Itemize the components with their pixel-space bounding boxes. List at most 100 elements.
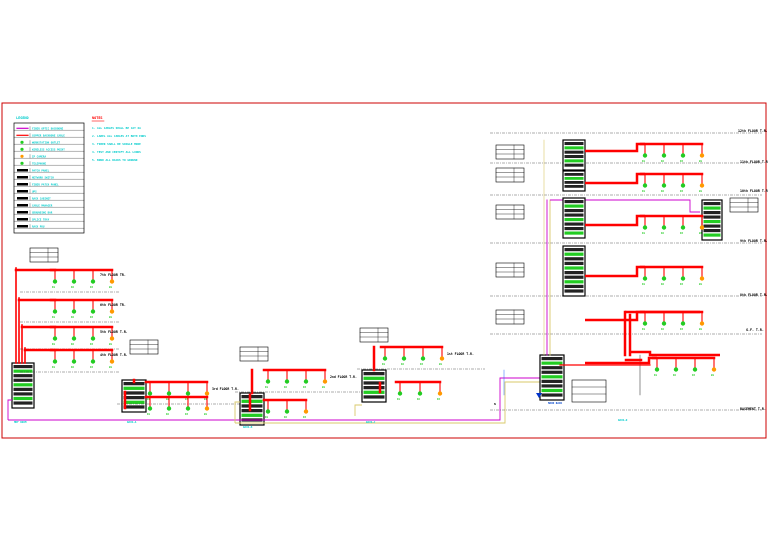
outlet-tag: D2: [284, 386, 287, 389]
outlet-icon: [654, 367, 660, 372]
outlet-tag: D3: [692, 374, 695, 377]
floor-feed: [585, 356, 657, 365]
rack-unit: [564, 159, 584, 163]
rack-unit: [123, 382, 145, 386]
floor-label: G.F. T.R.: [746, 328, 764, 332]
rack-info-table: [729, 197, 759, 213]
outlet-icon: [437, 391, 443, 396]
outlet-tag: D1: [642, 160, 645, 163]
outlet-icon: [109, 279, 115, 284]
floor-info-table: [495, 309, 525, 325]
outlet-tag: D3: [90, 286, 93, 289]
rack-unit: [123, 386, 145, 390]
outlet-tag: D3: [437, 398, 440, 401]
outlet-icon: [166, 391, 172, 396]
rack-unit: [703, 229, 721, 233]
rack-unit: [703, 215, 721, 219]
rack-unit: [564, 280, 584, 284]
outlet-tag: W1: [109, 286, 112, 289]
outlet-tag: D3: [90, 366, 93, 369]
outlet-tag: D2: [673, 374, 676, 377]
legend-equipment-symbol: [17, 218, 28, 221]
note-text: 4. TEST AND CERTIFY ALL LINKS: [92, 150, 141, 154]
rack-unit: [123, 396, 145, 400]
rack-unit: [564, 261, 584, 266]
outlet-tag: D2: [166, 398, 169, 401]
outlet-icon: [680, 321, 686, 326]
outlet-tag: W1: [699, 328, 702, 331]
outlet-tag: D1: [52, 286, 55, 289]
outlet-tag: D2: [661, 160, 664, 163]
floor-label: 10th FLOOR T.R.: [740, 189, 768, 193]
legend-outlet-symbol: [20, 161, 24, 165]
rack-unit: [541, 370, 563, 374]
legend-item-label: FIBER OPTIC BACKBONE: [32, 127, 64, 131]
rack-unit: [541, 384, 563, 388]
outlet-tag: W1: [109, 316, 112, 319]
outlet-icon: [401, 356, 407, 361]
rack-unit: [363, 372, 385, 376]
rack-unit: [564, 257, 584, 261]
rack-unit: [13, 369, 33, 373]
outlet-tag: D3: [680, 160, 683, 163]
outlet-tag: D3: [185, 398, 188, 401]
rack-unit: [123, 405, 145, 409]
floor-feed: [585, 142, 645, 153]
main-distribution-rack: [539, 354, 565, 401]
legend-outlet-symbol: [20, 147, 24, 151]
rack-unit: [703, 206, 721, 210]
outlet-tag: D3: [185, 413, 188, 416]
outlet-tag: D3: [680, 232, 683, 235]
fiber-backbone: [235, 381, 540, 424]
outlet-tag: D2: [661, 283, 664, 286]
outlet-tag: D1: [265, 386, 268, 389]
outlet-icon: [90, 309, 96, 314]
rack-unit: [703, 211, 721, 215]
outlet-icon: [204, 391, 210, 396]
outlet-icon: [642, 183, 648, 188]
outlet-tag: W1: [711, 374, 714, 377]
outlet-icon: [661, 183, 667, 188]
rack-tag: RACK-D: [618, 418, 628, 422]
floor-rack: [562, 245, 586, 297]
outlet-icon: [166, 406, 172, 411]
outlet-icon: [52, 309, 58, 314]
rack-unit: [564, 289, 584, 293]
rack-unit: [564, 146, 584, 150]
legend-item-label: TELEPHONE: [32, 162, 46, 166]
note-text: 1. ALL CABLES SHALL BE CAT 6A: [92, 126, 141, 130]
outlet-tag: W1: [204, 413, 207, 416]
rack-tag: MAIN RACK: [548, 401, 562, 405]
floor-label: 5th FLOOR T.R.: [100, 330, 128, 334]
rack-unit: [541, 379, 563, 383]
outlet-tag: D1: [654, 374, 657, 377]
outlet-tag: D3: [680, 328, 683, 331]
outlet-icon: [661, 225, 667, 230]
outlet-icon: [303, 409, 309, 414]
outlet-tag: W1: [699, 232, 702, 235]
outlet-icon: [52, 359, 58, 364]
outlet-icon: [52, 279, 58, 284]
floor-label: 3rd FLOOR T.R.: [212, 387, 239, 391]
outlet-tag: D2: [284, 416, 287, 419]
note-text: 3. FIBER SHALL BE SINGLE MODE: [92, 142, 141, 146]
outlet-tag: D2: [71, 366, 74, 369]
rack-unit: [541, 393, 563, 397]
rack-unit: [363, 395, 385, 399]
outlet-icon: [71, 309, 77, 314]
outlet-icon: [90, 359, 96, 364]
outlet-icon: [699, 183, 705, 188]
outlet-icon: [673, 367, 679, 372]
rack-tag: RACK-A: [127, 420, 137, 424]
outlet-icon: [322, 379, 328, 384]
outlet-tag: W1: [699, 190, 702, 193]
rack-unit: [541, 366, 563, 370]
rack-unit: [564, 213, 584, 217]
outlet-tag: D3: [680, 283, 683, 286]
rack-info-table: [129, 339, 159, 355]
outlet-icon: [699, 276, 705, 281]
rack-unit: [564, 142, 584, 146]
rack-unit: [541, 388, 563, 393]
outlet-tag: D2: [417, 398, 420, 401]
